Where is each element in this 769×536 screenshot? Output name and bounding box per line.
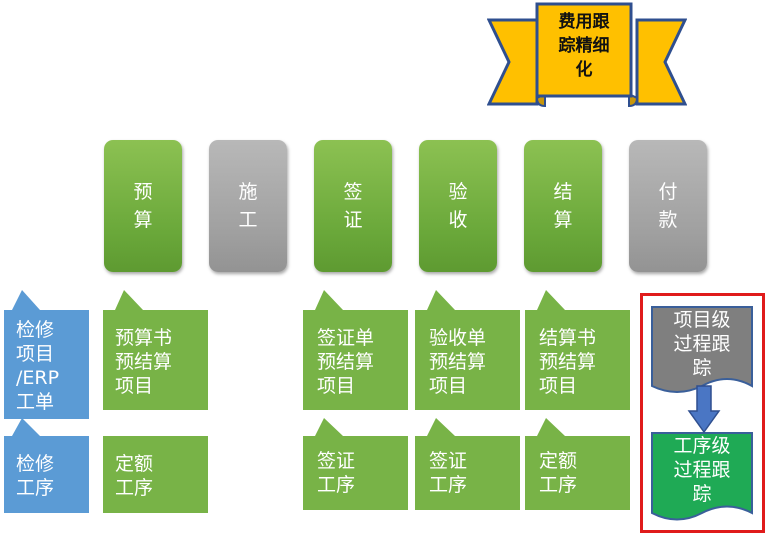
callout-visa-order-bg — [303, 290, 408, 410]
process-level-doc-bg — [651, 432, 753, 521]
stage-settlement: 结 算 — [524, 140, 602, 272]
callout-quota-process-2: 定额 工序 — [539, 450, 578, 496]
process-level-tracking: 工序级 过程跟 踪 — [673, 435, 731, 505]
callout-maintenance-process: 检修 工序 — [16, 453, 55, 499]
callout-budget-book: 预算书 预结算 项目 — [115, 327, 173, 397]
callout-maintenance-project: 检修 项目 /ERP 工单 — [16, 319, 60, 413]
callout-settlement-book: 结算书 预结算 项目 — [539, 327, 597, 397]
callout-acceptance-order-bg — [415, 290, 520, 410]
callout-acceptance-order: 验收单 预结算 项目 — [429, 327, 487, 397]
down-arrow-icon — [687, 385, 721, 434]
stage-construction: 施 工 — [209, 140, 287, 272]
stage-acceptance: 验 收 — [419, 140, 497, 272]
callout-budget-book-bg — [103, 290, 208, 410]
callout-quota-process: 定额 工序 — [115, 453, 154, 499]
callout-quota-process-2-bg — [525, 418, 630, 510]
banner-title: 费用跟 踪精细 化 — [558, 12, 610, 80]
callout-quota-process-bg — [103, 436, 208, 513]
callout-visa-process-2: 签证 工序 — [429, 450, 468, 496]
callout-maintenance-project-bg — [4, 290, 89, 419]
highlight-frame — [640, 293, 765, 533]
banner-ribbon — [487, 2, 687, 108]
callout-visa-order: 签证单 预结算 项目 — [317, 327, 375, 397]
callout-maintenance-process-bg — [4, 418, 89, 513]
callout-visa-process-2-bg — [415, 418, 520, 510]
callout-visa-process: 签证 工序 — [317, 450, 356, 496]
callout-visa-process-bg — [303, 418, 408, 510]
callout-settlement-book-bg — [525, 290, 630, 410]
stage-visa: 签 证 — [314, 140, 392, 272]
stage-budget: 预 算 — [104, 140, 182, 272]
project-level-tracking: 项目级 过程跟 踪 — [673, 309, 731, 379]
stage-payment: 付 款 — [629, 140, 707, 272]
